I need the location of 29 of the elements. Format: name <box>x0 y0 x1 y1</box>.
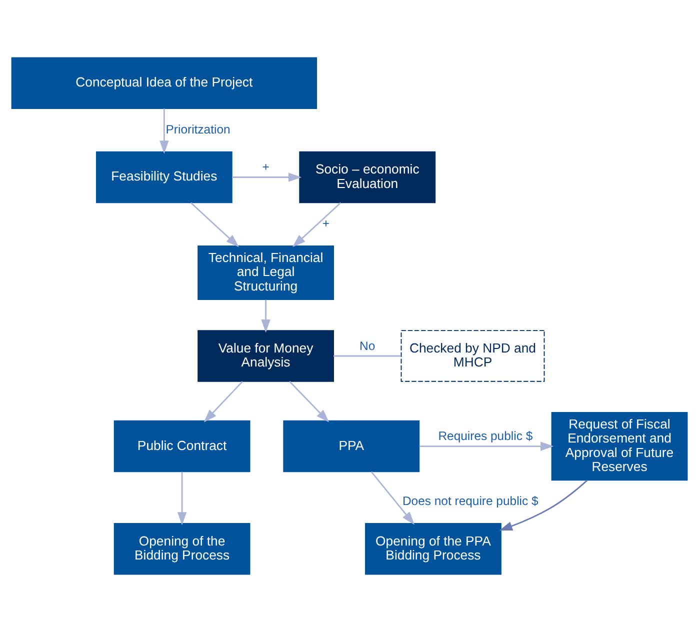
arrow <box>204 381 243 422</box>
node-box: Checked by NPD and MHCP <box>400 330 545 382</box>
node-box: Public Contract <box>114 420 250 472</box>
arrow <box>419 442 554 451</box>
arrow <box>499 480 588 531</box>
node-box: Opening of the PPA Bidding Process <box>365 522 502 575</box>
edge-label: No <box>360 338 376 353</box>
node-box: Conceptual Idea of the Project <box>11 57 318 110</box>
arrow <box>370 471 414 525</box>
arrow <box>160 108 169 154</box>
edge-label: + <box>262 160 270 174</box>
node-box: Technical, Financial and Legal Structuring <box>198 245 334 300</box>
arrow <box>232 172 302 182</box>
node-box: Request of Fiscal Endorsement and Approval of Future Reserves <box>551 412 688 481</box>
node-box: Opening of the Bidding Process <box>114 522 250 575</box>
node-box: Feasibility Studies <box>96 151 232 204</box>
arrow <box>190 202 240 248</box>
edge-label: Requires public $ <box>438 429 533 444</box>
edge-label: Prioritzation <box>166 122 230 136</box>
node-box: PPA <box>283 420 420 472</box>
arrow <box>292 202 342 248</box>
edge-label: Does not require public $ <box>402 494 538 508</box>
node-box: Value for Money Analysis <box>198 330 334 382</box>
arrow <box>289 381 330 422</box>
connector <box>334 355 401 357</box>
arrow <box>177 472 187 526</box>
arrow <box>261 300 270 333</box>
edge-label: + <box>322 216 330 230</box>
node-box: Socio – economic Evaluation <box>299 151 436 204</box>
